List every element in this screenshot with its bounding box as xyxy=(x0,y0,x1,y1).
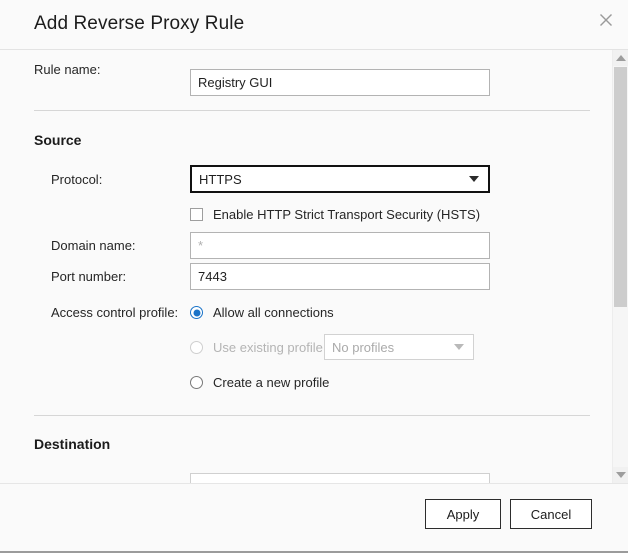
domain-name-input[interactable] xyxy=(190,232,490,259)
triangle-down-icon xyxy=(615,472,626,478)
scroll-down-button[interactable] xyxy=(613,467,628,483)
triangle-up-icon xyxy=(615,55,626,61)
port-number-input[interactable] xyxy=(190,263,490,290)
close-icon[interactable] xyxy=(593,7,619,33)
domain-name-label-row: Domain name: xyxy=(51,238,136,253)
hsts-label[interactable]: Enable HTTP Strict Transport Security (H… xyxy=(213,207,481,222)
hsts-checkbox[interactable] xyxy=(190,208,203,221)
radio-allow-all-connections[interactable]: Allow all connections xyxy=(190,305,334,320)
chevron-down-icon xyxy=(454,344,464,350)
dialog-body: Rule name: Source Protocol: HTTPS Ena xyxy=(0,50,628,483)
section-title-source: Source xyxy=(34,132,82,148)
scrollbar-thumb[interactable] xyxy=(614,67,627,307)
page-title: Add Reverse Proxy Rule xyxy=(34,13,245,34)
chevron-down-icon xyxy=(469,176,479,182)
radio-create-new-profile-input[interactable] xyxy=(190,376,203,389)
port-number-label-row: Port number: xyxy=(51,269,126,284)
vertical-scrollbar[interactable] xyxy=(612,50,628,483)
radio-use-existing-profile-input xyxy=(190,341,203,354)
divider-source xyxy=(34,415,590,416)
divider-rule-name xyxy=(34,110,590,111)
radio-create-new-profile[interactable]: Create a new profile xyxy=(190,375,329,390)
access-control-profile-label: Access control profile: xyxy=(51,305,179,320)
hsts-checkbox-row[interactable]: Enable HTTP Strict Transport Security (H… xyxy=(190,207,480,222)
rule-name-label-row: Rule name: xyxy=(34,62,100,77)
protocol-label: Protocol: xyxy=(51,172,103,187)
section-title-destination: Destination xyxy=(34,436,111,452)
radio-allow-all-connections-input[interactable] xyxy=(190,306,203,319)
protocol-select[interactable]: HTTPS xyxy=(190,165,490,193)
rule-name-input[interactable] xyxy=(190,69,490,96)
dialog-header: Add Reverse Proxy Rule xyxy=(0,0,628,50)
rule-name-label: Rule name: xyxy=(34,62,101,77)
window-bottom-edge xyxy=(0,551,628,553)
access-control-label-row: Access control profile: xyxy=(51,305,178,320)
existing-profile-select-value: No profiles xyxy=(332,339,395,355)
form-scroll-area: Rule name: Source Protocol: HTTPS Ena xyxy=(0,50,612,483)
radio-use-existing-profile-label: Use existing profile xyxy=(213,340,323,355)
protocol-select-value: HTTPS xyxy=(199,171,242,187)
radio-create-new-profile-label[interactable]: Create a new profile xyxy=(213,375,330,390)
cancel-button[interactable]: Cancel xyxy=(510,499,592,529)
dialog-footer: Apply Cancel xyxy=(0,483,628,553)
protocol-label-row: Protocol: xyxy=(51,172,102,187)
radio-use-existing-profile: Use existing profile xyxy=(190,340,323,355)
apply-button[interactable]: Apply xyxy=(425,499,501,529)
existing-profile-select: No profiles xyxy=(324,334,474,360)
domain-name-label: Domain name: xyxy=(51,238,136,253)
destination-field-partial[interactable] xyxy=(190,473,490,483)
port-number-label: Port number: xyxy=(51,269,127,284)
radio-allow-all-connections-label[interactable]: Allow all connections xyxy=(213,305,334,320)
scroll-up-button[interactable] xyxy=(613,50,628,66)
